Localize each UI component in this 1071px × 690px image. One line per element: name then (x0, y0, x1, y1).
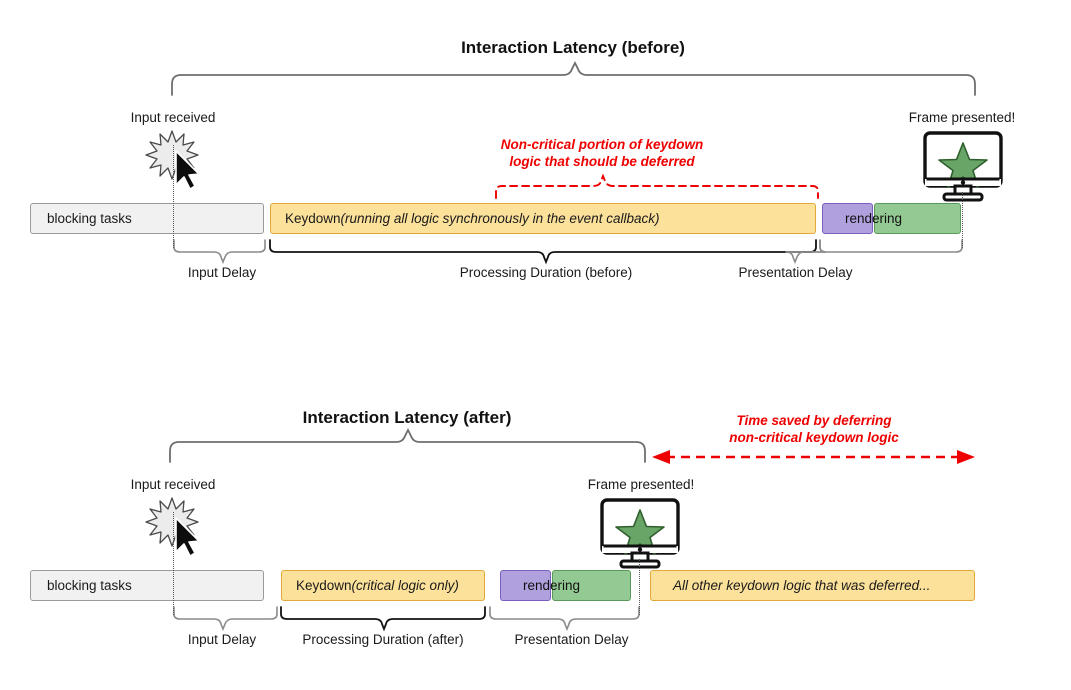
red-dashed-brace-before (495, 173, 819, 199)
block-rendering-label-before: rendering (845, 211, 903, 226)
brace-interaction-latency-before (171, 60, 976, 96)
diagram-title-before: Interaction Latency (before) (461, 38, 685, 57)
block-presentation-purple-after[interactable] (500, 570, 551, 601)
red-annotation-line2-before: logic that should be deferred (509, 154, 695, 169)
segment-label-input-delay-after: Input Delay (187, 632, 257, 647)
segment-label-presentation-after: Presentation Delay (514, 632, 629, 647)
guide-line-frame-after (639, 559, 640, 615)
guide-line-frame-before (962, 192, 963, 248)
guide-line-input-before (173, 145, 174, 248)
brace-presentation-delay-before-fix (785, 239, 827, 253)
block-blocking-tasks-label-before: blocking tasks (47, 211, 132, 226)
monitor-star-icon-before (923, 131, 1003, 202)
guide-line-input-after (173, 512, 174, 615)
block-blocking-tasks-before[interactable]: blocking tasks (30, 203, 264, 234)
block-rendering-green-before[interactable] (874, 203, 961, 234)
red-annotation-before: Non-critical portion of keydown logic th… (452, 136, 752, 170)
block-presentation-purple-before[interactable] (822, 203, 873, 234)
brace-processing-duration-before (269, 239, 817, 265)
block-keydown-after[interactable]: Keydown (critical logic only) (281, 570, 485, 601)
brace-input-delay-before (173, 239, 266, 265)
block-deferred-logic-label-after: All other keydown logic that was deferre… (673, 578, 931, 593)
block-keydown-label-before: Keydown (285, 211, 341, 226)
block-keydown-detail-after: (critical logic only) (351, 578, 459, 593)
block-keydown-label-after: Keydown (296, 578, 352, 593)
block-blocking-tasks-after[interactable]: blocking tasks (30, 570, 264, 601)
brace-processing-duration-after (280, 606, 486, 632)
brace-interaction-latency-after (169, 427, 646, 463)
monitor-star-icon-after (600, 498, 680, 569)
block-blocking-tasks-label-after: blocking tasks (47, 578, 132, 593)
red-annotation-line1-after: Time saved by deferring (736, 413, 892, 428)
frame-presented-label-after: Frame presented! (587, 477, 695, 492)
block-keydown-before[interactable]: Keydown (running all logic synchronously… (270, 203, 816, 234)
segment-label-processing-before: Processing Duration (before) (459, 265, 633, 280)
segment-label-input-delay-before: Input Delay (187, 265, 257, 280)
block-keydown-detail-before: (running all logic synchronously in the … (340, 211, 660, 226)
block-rendering-label-after: rendering (523, 578, 581, 593)
input-received-label-after: Input received (130, 477, 216, 492)
block-rendering-green-after[interactable] (552, 570, 631, 601)
brace-presentation-delay-after (489, 606, 640, 632)
diagram-title-after: Interaction Latency (after) (302, 408, 512, 427)
input-received-label-before: Input received (130, 110, 216, 125)
brace-presentation-delay-before (785, 239, 963, 265)
frame-presented-label-before: Frame presented! (908, 110, 1016, 125)
red-annotation-line1-before: Non-critical portion of keydown (500, 137, 704, 152)
segment-label-processing-after: Processing Duration (after) (302, 632, 464, 647)
brace-input-delay-after (173, 606, 278, 632)
block-deferred-logic-after[interactable]: All other keydown logic that was deferre… (650, 570, 975, 601)
segment-label-presentation-before: Presentation Delay (738, 265, 853, 280)
red-annotation-after: Time saved by deferring non-critical key… (664, 412, 964, 446)
red-annotation-line2-after: non-critical keydown logic (729, 430, 899, 445)
red-time-saved-arrow-after (652, 450, 975, 464)
